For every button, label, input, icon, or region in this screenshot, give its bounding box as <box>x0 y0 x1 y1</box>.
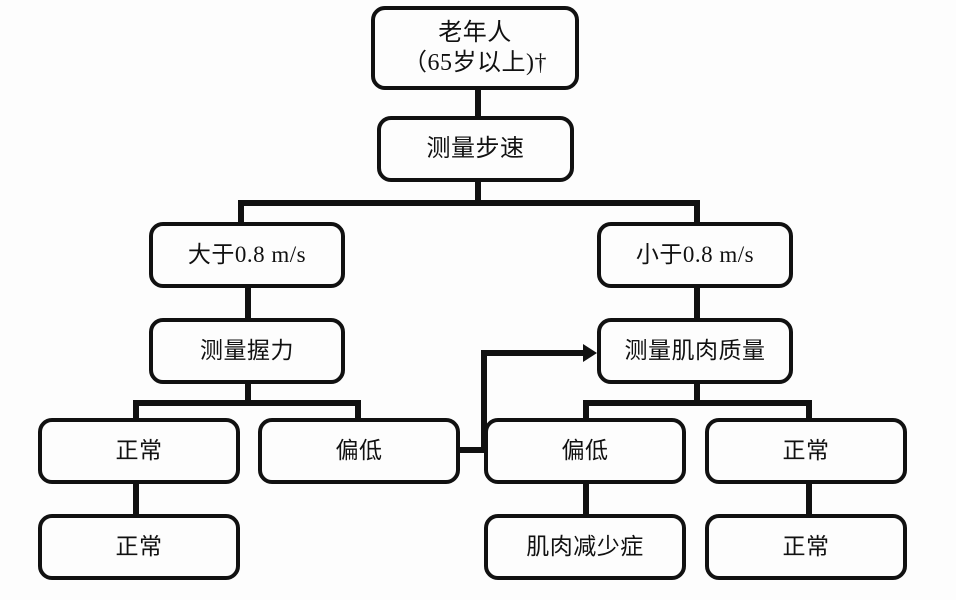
node-measure-gait-speed-label: 测量步速 <box>426 136 525 162</box>
connector-griplow-out <box>459 447 487 453</box>
connector-mass-down <box>694 384 700 406</box>
connector-mass-split-left <box>583 400 589 420</box>
node-elderly[interactable]: 老年人 （65岁以上)† <box>371 6 579 90</box>
node-mass-normal-label: 正常 <box>782 437 830 463</box>
node-result-sarcopenia[interactable]: 肌肉减少症 <box>484 514 686 580</box>
connector-gripnormal-to-result <box>133 484 139 516</box>
node-mass-low[interactable]: 偏低 <box>484 418 686 484</box>
connector-feedback-to-mass <box>481 350 585 356</box>
connector-above-to-grip <box>245 286 251 318</box>
node-result-normal-left[interactable]: 正常 <box>38 514 240 580</box>
connector-elderly-to-gait <box>475 88 481 118</box>
connector-feedback-riser <box>481 350 487 450</box>
connector-grip-split-bar <box>133 400 361 406</box>
node-measure-grip[interactable]: 测量握力 <box>149 318 345 384</box>
connector-gait-down <box>475 180 481 206</box>
node-result-normal-right[interactable]: 正常 <box>705 514 907 580</box>
connector-grip-split-left <box>133 400 139 420</box>
node-grip-low-label: 偏低 <box>335 437 383 463</box>
node-elderly-label: 老年人 （65岁以上)† <box>403 20 547 76</box>
node-mass-normal[interactable]: 正常 <box>705 418 907 484</box>
connector-gait-split-bar <box>238 200 700 206</box>
node-gait-above[interactable]: 大于0.8 m/s <box>149 222 345 288</box>
node-measure-gait-speed[interactable]: 测量步速 <box>377 116 574 182</box>
node-measure-grip-label: 测量握力 <box>200 337 294 363</box>
connector-gait-split-right <box>694 200 700 224</box>
node-result-sarcopenia-label: 肌肉减少症 <box>526 533 644 559</box>
node-result-normal-left-label: 正常 <box>115 533 163 559</box>
node-gait-below[interactable]: 小于0.8 m/s <box>597 222 793 288</box>
connector-mass-split-right <box>806 400 812 420</box>
arrowhead-to-measure-muscle-mass <box>583 344 597 362</box>
node-measure-muscle-mass-label: 测量肌肉质量 <box>624 337 766 363</box>
connector-below-to-mass <box>694 286 700 318</box>
connector-massnormal-to-result <box>806 484 812 516</box>
node-gait-below-label: 小于0.8 m/s <box>635 241 755 267</box>
node-result-normal-right-label: 正常 <box>782 533 830 559</box>
node-grip-normal[interactable]: 正常 <box>38 418 240 484</box>
node-mass-low-label: 偏低 <box>561 437 609 463</box>
connector-gait-split-left <box>238 200 244 224</box>
connector-grip-split-right <box>355 400 361 420</box>
node-measure-muscle-mass[interactable]: 测量肌肉质量 <box>597 318 793 384</box>
node-grip-low[interactable]: 偏低 <box>258 418 460 484</box>
connector-grip-down <box>245 384 251 406</box>
node-grip-normal-label: 正常 <box>115 437 163 463</box>
connector-masslow-to-sarcopenia <box>583 484 589 516</box>
node-gait-above-label: 大于0.8 m/s <box>187 241 307 267</box>
connector-mass-split-bar <box>583 400 812 406</box>
